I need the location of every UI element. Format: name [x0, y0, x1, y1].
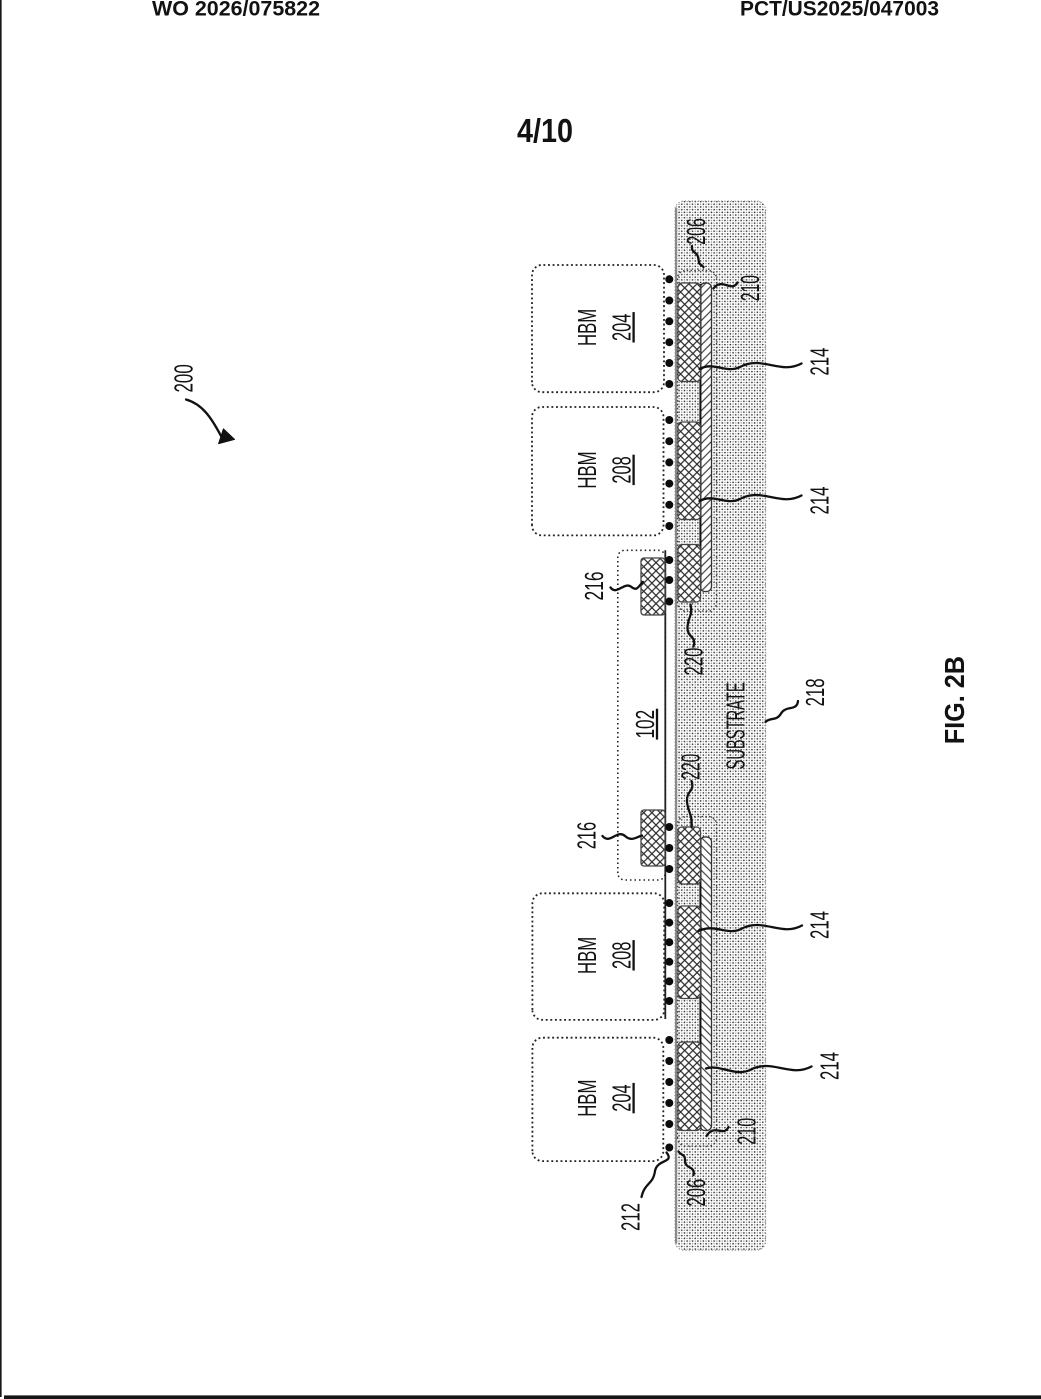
svg-text:102: 102 [632, 710, 660, 739]
svg-text:216: 216 [574, 822, 602, 849]
svg-text:218: 218 [802, 678, 830, 706]
svg-text:HBM: HBM [574, 309, 602, 346]
svg-text:204: 204 [609, 314, 637, 341]
svg-text:220: 220 [681, 648, 709, 676]
svg-text:214: 214 [807, 487, 835, 515]
svg-text:SUBSTRATE: SUBSTRATE [723, 682, 751, 769]
svg-text:HBM: HBM [574, 937, 602, 974]
svg-text:206: 206 [683, 1179, 711, 1207]
svg-text:206: 206 [683, 218, 711, 245]
svg-text:210: 210 [737, 275, 765, 301]
svg-text:212: 212 [617, 1203, 645, 1231]
svg-text:208: 208 [609, 456, 637, 483]
svg-text:HBM: HBM [574, 451, 602, 488]
svg-text:214: 214 [806, 911, 834, 939]
svg-text:200: 200 [170, 364, 198, 392]
svg-text:208: 208 [609, 942, 637, 969]
svg-text:210: 210 [733, 1118, 761, 1145]
svg-text:214: 214 [816, 1052, 844, 1080]
svg-text:WO 2026/075822: WO 2026/075822 [152, 0, 320, 21]
svg-text:216: 216 [581, 572, 609, 601]
svg-text:220: 220 [678, 754, 706, 780]
svg-text:214: 214 [807, 348, 835, 376]
svg-text:4/10: 4/10 [517, 112, 573, 149]
svg-text:PCT/US2025/047003: PCT/US2025/047003 [740, 0, 939, 21]
svg-text:FIG. 2B: FIG. 2B [939, 656, 970, 744]
svg-text:204: 204 [609, 1084, 637, 1111]
svg-text:HBM: HBM [574, 1080, 602, 1117]
